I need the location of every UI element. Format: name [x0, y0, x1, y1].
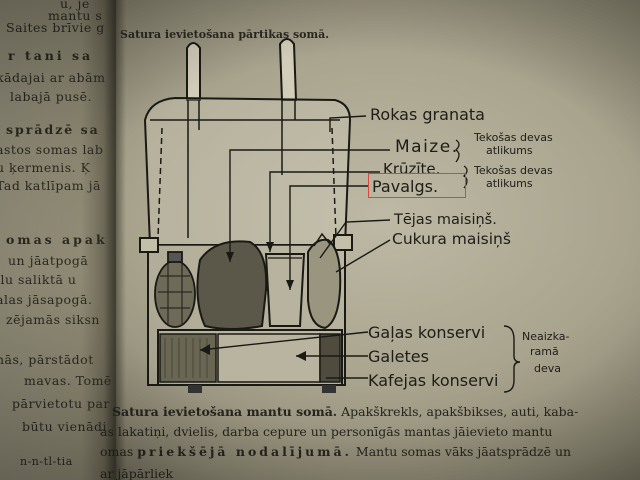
label-galas-konservi: Gaļas konservi	[368, 323, 485, 342]
label-cukura-maisins: Cukura maisiņš	[392, 230, 511, 248]
note-tekosas-devas-2: Tekošas devas	[473, 164, 553, 177]
note-tekosas-devas-1: Tekošas devas	[473, 131, 553, 144]
body-line-1: Satura ievietošana mantu somā. Apakškrek…	[112, 404, 578, 419]
body-spaced-bold: priekšējā nodalījumā.	[137, 444, 352, 459]
left-strap	[187, 43, 200, 100]
body-heading: Satura ievietošana mantu somā.	[112, 404, 337, 419]
label-maize: Maize.	[395, 137, 459, 157]
highlight-box-pavalgs	[368, 173, 466, 198]
label-galetes: Galetes	[368, 347, 429, 366]
body-line-2: as lakatiņi, dvielis, darba cepure un pe…	[100, 424, 552, 439]
label-rokas-granata: Rokas granata	[370, 105, 485, 124]
cup	[266, 254, 304, 326]
note-atlikums-2: atlikums	[486, 177, 533, 190]
meat-can	[160, 334, 216, 382]
note-deva: deva	[534, 362, 561, 375]
body-text: Mantu somas vāks jāatsprādzē un	[356, 444, 571, 459]
body-text: Apakškrekls, apakšbikses, auti, kaba-	[341, 404, 578, 419]
right-strap	[280, 39, 296, 100]
body-line-3: omas priekšējā nodalījumā. Mantu somas v…	[100, 444, 571, 459]
coffee-can	[320, 334, 340, 382]
label-kafejas-konservi: Kafejas konservi	[368, 371, 498, 390]
note-atlikums-1: atlikums	[486, 144, 533, 157]
label-tejas-maisins: Tējas maisiņš.	[393, 212, 497, 228]
note-rama: ramā	[530, 345, 559, 358]
body-line-4: ar jāpārliek	[100, 466, 173, 480]
body-text: omas	[100, 444, 133, 459]
note-neaizka: Neaizka-	[522, 330, 569, 343]
